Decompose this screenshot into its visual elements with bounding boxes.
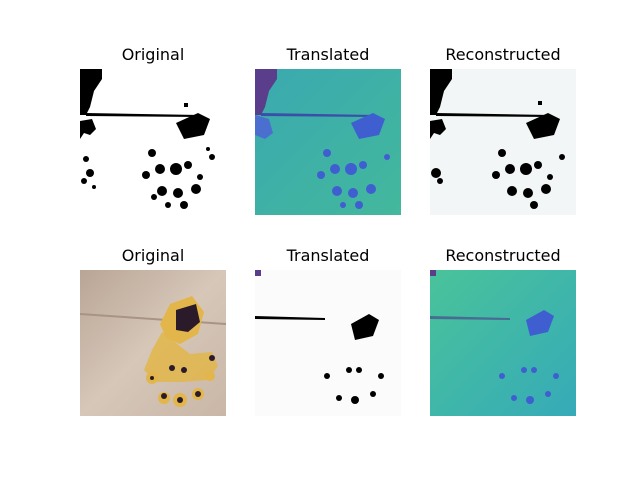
image-row2-translated (255, 270, 401, 416)
panel-title-row2-original: Original (121, 246, 185, 265)
panel-title-row2-reconstructed: Reconstructed (445, 246, 561, 265)
photo-image (80, 270, 226, 416)
translated-image (255, 270, 401, 416)
reconstructed-image (430, 270, 576, 416)
panel-title-row1-reconstructed: Reconstructed (445, 45, 561, 64)
panel-title-row1-original: Original (121, 45, 185, 64)
translated-image (255, 69, 401, 215)
image-row1-original (80, 69, 226, 215)
image-row2-reconstructed (430, 270, 576, 416)
panel-title-row1-translated: Translated (286, 45, 370, 64)
image-row1-reconstructed (430, 69, 576, 215)
reconstructed-image (430, 69, 576, 215)
image-row2-original (80, 270, 226, 416)
binary-mask-image (80, 69, 226, 215)
image-row1-translated (255, 69, 401, 215)
panel-title-row2-translated: Translated (286, 246, 370, 265)
